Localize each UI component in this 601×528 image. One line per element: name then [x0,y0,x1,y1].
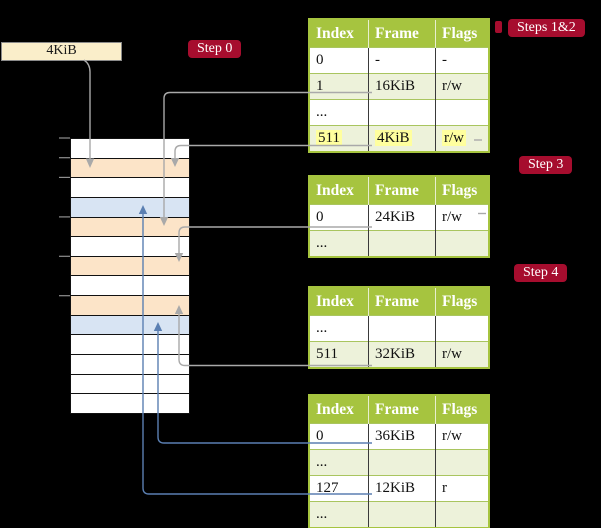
table-cell: 16KiB [368,73,436,100]
table-cell: ... [309,449,369,476]
table-cell [435,230,489,257]
memory-row-page [71,314,189,335]
column-header: Flags [435,395,489,424]
table-row: 0-- [309,47,489,74]
memory-row-pagetable [71,216,189,237]
table-cell: 12KiB [368,475,436,502]
step-3-badge: Step 3 [519,156,573,174]
table-cell [368,501,436,528]
table-cell [435,315,489,342]
step-4-badge: Step 4 [514,264,568,282]
table-row: ... [309,449,489,476]
steps-1-2-badge: Steps 1&2 [508,19,585,37]
table-cell [435,99,489,126]
highlighted-value: r/w [442,130,466,146]
column-header: Flags [435,176,489,205]
memory-row-free [71,275,189,296]
memory-row-free [71,373,189,394]
table-row: ... [309,230,489,257]
table-cell [368,449,436,476]
table-cell: ... [309,315,369,342]
memory-row-page [71,196,189,217]
memory-row-free [71,354,189,374]
step-0-badge: Step 0 [188,40,242,58]
frame-size-label: 4KiB [1,42,122,61]
memory-row-free [71,334,189,355]
memory-row-free [71,236,189,256]
table-cell: 4KiB [368,125,436,152]
table-cell: r/w [435,125,489,152]
column-header: Index [309,19,369,48]
table-cell [368,99,436,126]
column-header: Frame [368,287,436,316]
column-header: Flags [435,19,489,48]
table-cell: 511 [309,341,369,368]
memory-row-pagetable [71,295,189,315]
table-cell: 127 [309,475,369,502]
column-header: Frame [368,19,436,48]
table-cell: 24KiB [368,204,436,231]
table-cell [435,449,489,476]
table-cell: ... [309,99,369,126]
table-row: ... [309,501,489,528]
table-cell: 511 [309,125,369,152]
highlighted-value: 511 [316,130,342,146]
table-cell: - [368,47,436,74]
memory-row-pagetable [71,255,189,276]
table-cell: - [435,47,489,74]
table-cell: 0 [309,204,369,231]
column-header: Index [309,287,369,316]
badge-notch [495,21,502,33]
table-cell: r/w [435,423,489,450]
column-header: Frame [368,395,436,424]
highlighted-value: 4KiB [375,130,412,146]
table-cell [368,315,436,342]
table-row: ... [309,315,489,342]
table-cell: r/w [435,341,489,368]
table-cell: r/w [435,73,489,100]
memory-row-free [71,177,189,197]
table-cell: 32KiB [368,341,436,368]
table-row: 511 4KiB r/w [309,125,489,152]
memory-row-pagetable [71,157,189,178]
table-row: ... [309,99,489,126]
column-header: Index [309,176,369,205]
column-header: Index [309,395,369,424]
table-cell: r/w [435,204,489,231]
memory-row-free [71,393,189,413]
memory-column [70,138,190,414]
table-cell: 0 [309,47,369,74]
table-cell: ... [309,501,369,528]
table-cell: 36KiB [368,423,436,450]
table-cell: 0 [309,423,369,450]
column-header: Flags [435,287,489,316]
memory-row-free [71,139,189,158]
table-cell [368,230,436,257]
table-cell: ... [309,230,369,257]
memory-ticks [59,137,70,297]
table-cell: r [435,475,489,502]
column-header: Frame [368,176,436,205]
table-cell [435,501,489,528]
table-cell: 1 [309,73,369,100]
